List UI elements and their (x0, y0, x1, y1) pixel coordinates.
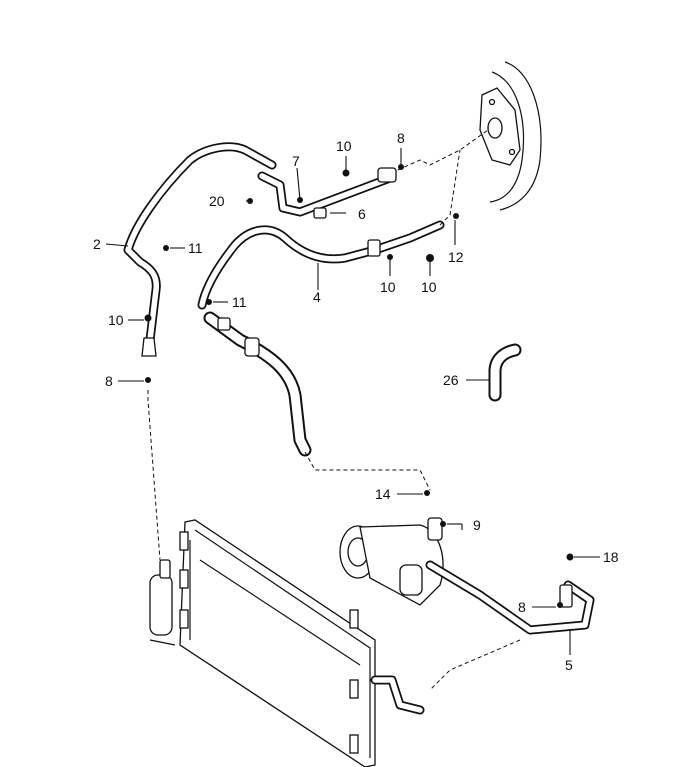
callout-7: 7 (292, 153, 300, 169)
callout-10-left: 10 (108, 312, 124, 328)
callout-8-left: 8 (105, 373, 113, 389)
callout-4: 4 (313, 289, 321, 305)
evaporator-housing (479, 61, 542, 211)
callout-5: 5 (565, 657, 573, 673)
callout-8-right: 8 (518, 599, 526, 615)
callout-2: 2 (93, 236, 101, 252)
pipe-7 (257, 129, 489, 219)
callout-26: 26 (443, 372, 459, 388)
pipe-2 (123, 142, 277, 345)
pipe-5 (370, 560, 595, 715)
liquid-line-fitting (141, 337, 161, 561)
callout-18: 18 (603, 549, 619, 565)
callout-leaders (105, 148, 600, 655)
callout-10-right: 10 (421, 279, 437, 295)
condenser (149, 519, 376, 767)
callout-20: 20 (209, 193, 225, 209)
callout-10-top: 10 (336, 138, 352, 154)
callout-8-top: 8 (397, 130, 405, 146)
callout-6: 6 (358, 206, 366, 222)
callout-9: 9 (473, 517, 481, 533)
callout-11-lower: 11 (232, 294, 247, 310)
callout-11-upper: 11 (188, 240, 203, 256)
callout-10-mid: 10 (380, 279, 396, 295)
callout-labels: 2 4 5 6 7 8 8 8 9 10 10 10 10 11 11 12 1… (93, 130, 619, 673)
compressor (339, 517, 444, 606)
callout-14: 14 (375, 486, 391, 502)
suction-hose (203, 311, 431, 491)
hose-26 (488, 343, 522, 402)
pipe-4 (197, 149, 461, 310)
callout-12: 12 (448, 249, 464, 265)
